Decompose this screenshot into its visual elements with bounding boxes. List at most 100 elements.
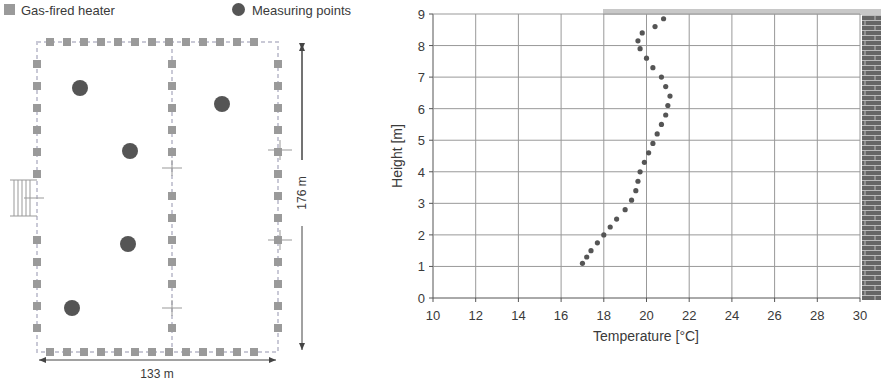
legend-symbol (232, 3, 245, 16)
grid-line (475, 14, 476, 298)
tick-label: 18 (597, 309, 611, 322)
heater (33, 302, 41, 310)
heater (274, 192, 282, 200)
grid-line (603, 14, 604, 298)
heater (274, 280, 282, 288)
heater (250, 348, 258, 356)
grid-line (433, 266, 860, 267)
heater (168, 104, 176, 112)
dim-arrow (302, 44, 303, 160)
temperature-profile (580, 16, 673, 266)
data-point (629, 198, 634, 203)
dim-arrow (205, 360, 276, 361)
heater (165, 348, 173, 356)
tick-label: 16 (554, 309, 568, 322)
axis-title: Height [m] (390, 124, 404, 188)
tick (429, 266, 433, 267)
tick (561, 298, 562, 302)
heater (274, 82, 282, 90)
data-point (663, 84, 668, 89)
tick-label: 26 (767, 309, 781, 322)
heater (274, 60, 282, 68)
heater (233, 348, 241, 356)
tick-label: 20 (639, 309, 653, 322)
tick-label: 5 (418, 134, 425, 147)
grid-line (860, 14, 861, 298)
heater (33, 148, 41, 156)
dim-line (110, 360, 205, 361)
tick-label: 7 (418, 71, 425, 84)
tick-label: 4 (418, 165, 425, 178)
dim-arrow (39, 360, 110, 361)
heater (274, 148, 282, 156)
heater (114, 348, 122, 356)
tick (429, 234, 433, 235)
tick (817, 298, 818, 302)
heater (168, 324, 176, 332)
data-point (595, 240, 600, 245)
heater (168, 60, 176, 68)
tick-label: 12 (468, 309, 482, 322)
heater (199, 348, 207, 356)
dim-arrow (302, 226, 303, 350)
dimension-label: 176 m (295, 174, 309, 211)
legend-text: Gas-fired heater (21, 4, 115, 17)
heater (274, 104, 282, 112)
heater (199, 38, 207, 46)
heater (274, 324, 282, 332)
grid-line (433, 140, 860, 141)
data-point (584, 254, 589, 259)
grid-line (689, 14, 690, 298)
data-point (623, 207, 628, 212)
grid-line (433, 14, 434, 298)
data-point (659, 75, 664, 80)
heater (274, 170, 282, 178)
tick-label: 6 (418, 102, 425, 115)
heater (182, 38, 190, 46)
tick-label: 0 (418, 292, 425, 305)
heater (168, 258, 176, 266)
heater (148, 38, 156, 46)
data-point (635, 38, 640, 43)
heater (274, 302, 282, 310)
grid-line (433, 234, 860, 235)
heater (33, 170, 41, 178)
heater (33, 104, 41, 112)
heater (33, 82, 41, 90)
tick-label: 8 (418, 39, 425, 52)
heater (250, 38, 258, 46)
heater (46, 348, 54, 356)
data-point (614, 217, 619, 222)
data-point (644, 56, 649, 61)
tick-label: 2 (418, 228, 425, 241)
grid-line (433, 171, 860, 172)
heater (168, 236, 176, 244)
grid-line (561, 14, 562, 298)
grid-line (817, 14, 818, 298)
measuring-points (64, 80, 230, 316)
data-point (601, 232, 606, 237)
heater (168, 148, 176, 156)
data-point (663, 112, 668, 117)
heater (168, 82, 176, 90)
heater (168, 280, 176, 288)
data-point (637, 169, 642, 174)
grid-line (433, 45, 860, 46)
data-point (667, 93, 672, 98)
data-point (650, 65, 655, 70)
grid-line (433, 108, 860, 109)
dimension-label: 133 m (140, 368, 173, 380)
heater (46, 38, 54, 46)
data-point (640, 30, 645, 35)
grid-line (433, 298, 860, 299)
heater (233, 38, 241, 46)
grid-line (433, 14, 860, 15)
tick (433, 298, 434, 302)
doors (162, 140, 292, 316)
legend-swatch (4, 4, 15, 15)
heater (33, 60, 41, 68)
data-point (650, 141, 655, 146)
tick (429, 77, 433, 78)
tick-label: 14 (511, 309, 525, 322)
